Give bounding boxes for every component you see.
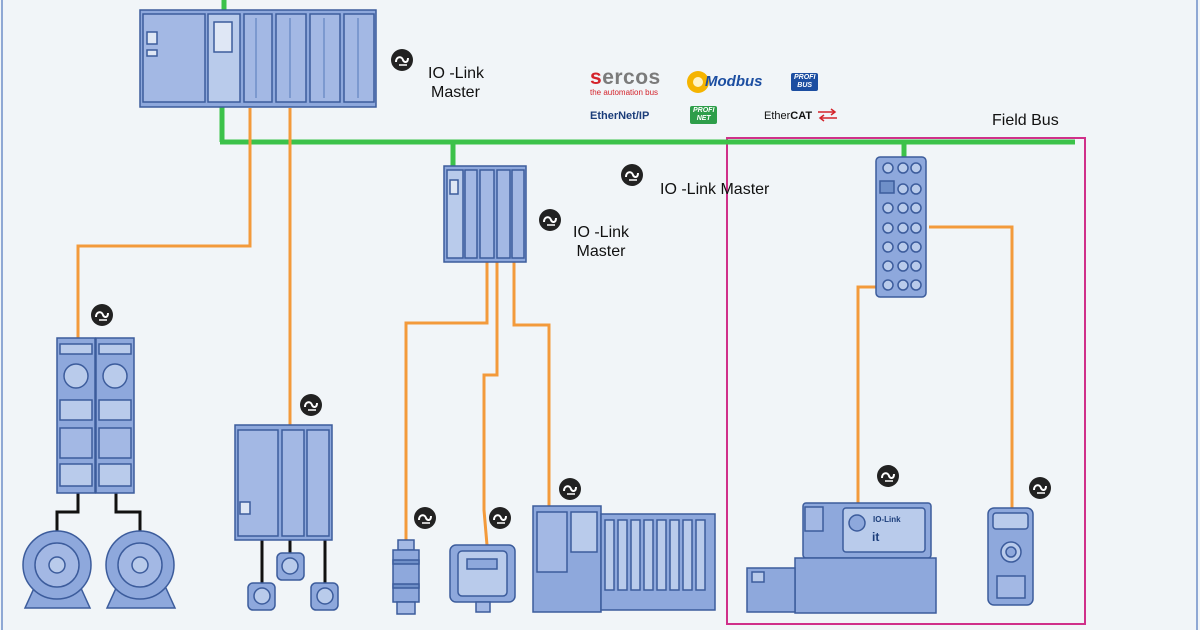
pneumatic-valve: IO-Link it <box>746 502 937 614</box>
ethernet-ip-logo: EtherNet/IP <box>590 110 650 122</box>
io-link-icon <box>620 163 644 187</box>
motors <box>22 530 177 609</box>
sercos-rest: ercos <box>602 66 661 89</box>
io-link-icon <box>876 464 900 488</box>
ethercat-prefix: Ether <box>764 110 791 122</box>
io-link-master-module <box>443 165 527 263</box>
sercos-wordmark: sercos <box>590 66 661 89</box>
profinet-logo: PROFI NET <box>690 106 718 124</box>
field-bus <box>219 0 1075 166</box>
pressure-sensor <box>449 544 516 613</box>
sercos-prefix: s <box>590 66 603 89</box>
plc-io-link-master-label: IO -Link Master <box>428 64 484 102</box>
plc-controller <box>139 9 377 108</box>
ethercat-arrows <box>818 108 837 122</box>
io-link-master-inline-label: IO -Link Master <box>660 181 770 198</box>
motor-starters <box>56 337 135 494</box>
sercos-logo: sercos the automation bus <box>590 66 661 97</box>
profibus-logo: PROFI BUS <box>791 73 819 91</box>
ethercat-logo: EtherCAT <box>764 110 812 122</box>
label-line-2: Master <box>431 84 480 101</box>
servo-motors <box>247 552 339 611</box>
optical-sensor <box>987 507 1034 606</box>
module-io-link-master-label: IO -Link Master <box>573 223 629 261</box>
io-link-icon <box>488 506 512 530</box>
profinet-line-2: NET <box>696 115 711 122</box>
sercos-tagline: the automation bus <box>590 88 659 97</box>
io-link-icon <box>413 506 437 530</box>
io-link-icon <box>538 208 562 232</box>
profibus-line-2: BUS <box>797 82 813 89</box>
profinet-line-1: PROFI <box>693 107 715 114</box>
profibus-line-1: PROFI <box>794 74 816 81</box>
remote-io-station <box>532 505 716 613</box>
highlight-frame <box>726 137 1086 625</box>
io-link-icon <box>1028 476 1052 500</box>
io-link-cables <box>76 108 1014 546</box>
io-link-master-block <box>875 156 927 298</box>
label-line-1: IO -Link <box>573 224 630 241</box>
proximity-sensor <box>392 539 420 615</box>
io-link-icon <box>558 477 582 501</box>
label-line-1: IO -Link <box>428 65 485 82</box>
modbus-logo: Modbus <box>705 73 763 90</box>
valve-symbol-text: it <box>872 530 879 544</box>
modbus-mark <box>687 71 709 93</box>
io-link-icon <box>299 393 323 417</box>
frequency-converter <box>234 424 333 541</box>
io-link-icon <box>90 303 114 327</box>
field-bus-label: Field Bus <box>992 112 1059 129</box>
motor-cables <box>55 493 327 583</box>
io-link-icon <box>390 48 414 72</box>
label-line-2: Master <box>576 243 626 260</box>
ethercat-suffix: CAT <box>790 110 813 122</box>
valve-io-link-text: IO-Link <box>873 515 901 524</box>
